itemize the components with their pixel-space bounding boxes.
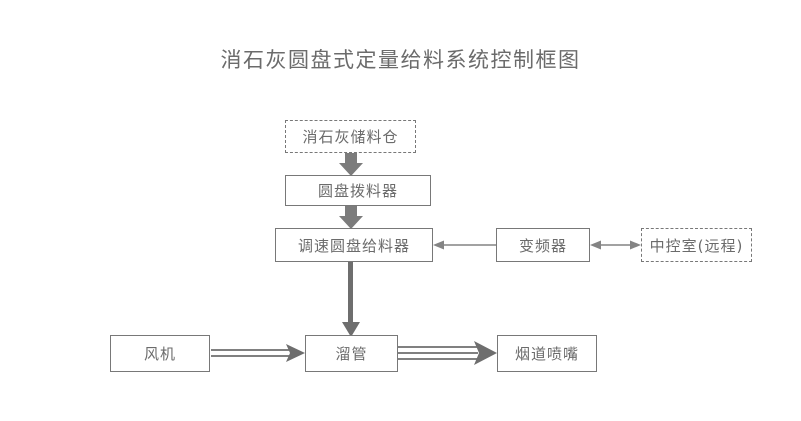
node-label-chute-pipe: 溜管 [335, 345, 368, 363]
node-label-storage-silo: 消石灰储料仓 [302, 128, 399, 146]
node-label-flue-nozzle: 烟道喷嘴 [514, 345, 579, 363]
arrow-discharger-to-feeder [339, 204, 363, 229]
node-storage-silo[interactable]: 消石灰储料仓 [285, 120, 416, 153]
arrow-fan-to-chute [211, 344, 305, 362]
node-flue-nozzle[interactable]: 烟道喷嘴 [497, 335, 597, 372]
node-disc-discharger[interactable]: 圆盘拨料器 [285, 175, 431, 206]
node-chute-pipe[interactable]: 溜管 [305, 335, 398, 372]
page-title: 消石灰圆盘式定量给料系统控制框图 [220, 48, 581, 72]
node-control-room[interactable]: 中控室(远程) [641, 228, 752, 262]
node-label-control-room: 中控室(远程) [649, 236, 744, 255]
arrow-chute-to-nozzle [398, 341, 497, 365]
node-blower-fan[interactable]: 风机 [110, 335, 210, 372]
node-label-blower-fan: 风机 [143, 345, 176, 363]
node-frequency-converter[interactable]: 变频器 [496, 228, 590, 262]
arrow-silo-to-discharger [339, 150, 363, 176]
arrow-converter-to-feeder [433, 240, 496, 250]
node-speed-regulating-feeder[interactable]: 调速圆盘给料器 [275, 228, 433, 262]
node-label-disc-discharger: 圆盘拨料器 [317, 182, 398, 200]
arrow-converter-controlroom [590, 240, 641, 250]
arrow-feeder-to-chute [342, 262, 360, 337]
node-label-speed-regulating-feeder: 调速圆盘给料器 [297, 236, 410, 255]
node-label-frequency-converter: 变频器 [518, 236, 567, 255]
